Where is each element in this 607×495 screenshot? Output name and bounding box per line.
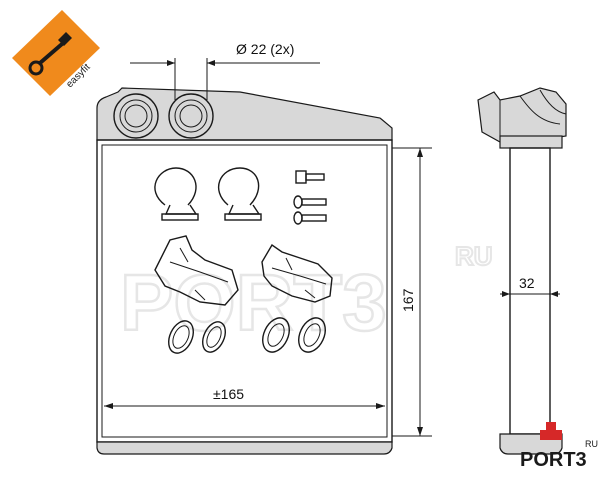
- bottom-tank: [96, 441, 393, 455]
- front-view: Ø 22 (2x) ±165 167: [96, 41, 432, 455]
- o-ring: [298, 317, 326, 353]
- hose-clamp: [217, 167, 262, 221]
- width-label: ±165: [213, 386, 244, 402]
- diameter-dimension: Ø 22 (2x): [130, 41, 320, 100]
- logo-text: PORT3: [520, 449, 587, 471]
- side-view: 32: [477, 87, 567, 455]
- screw: [293, 195, 327, 209]
- height-dimension: 167: [392, 147, 432, 437]
- depth-dimension: 32: [500, 275, 560, 297]
- core-inner: [101, 144, 388, 438]
- accessory-kit: [154, 167, 333, 354]
- badge-background: [12, 10, 100, 96]
- easyfit-badge: easyfit: [12, 10, 100, 96]
- depth-label: 32: [519, 275, 535, 291]
- top-tank: [96, 87, 393, 141]
- o-ring: [201, 321, 227, 353]
- hose-clamp: [154, 167, 199, 221]
- port3-logo: PORT3 RU: [520, 422, 598, 471]
- pipe-elbow: [477, 87, 567, 143]
- watermark-text: PORT3: [120, 258, 387, 347]
- logo-mark: [540, 430, 562, 440]
- mounting-bracket: [261, 243, 333, 303]
- diameter-label: Ø 22 (2x): [236, 41, 294, 57]
- mounting-bracket: [154, 235, 239, 306]
- watermark-suffix: RU: [455, 241, 493, 271]
- side-core: [509, 147, 551, 435]
- screw: [293, 211, 327, 225]
- o-ring: [168, 320, 194, 354]
- pipe-outlet: [168, 93, 214, 139]
- pipe-inlet: [113, 93, 159, 139]
- o-ring: [262, 317, 290, 353]
- watermark: PORT3 RU: [119, 240, 494, 348]
- side-top-tank: [499, 135, 563, 149]
- width-dimension: ±165: [104, 386, 385, 409]
- wrench-key-icon: [28, 32, 72, 76]
- height-label: 167: [400, 288, 416, 312]
- screw: [295, 170, 325, 184]
- logo-suffix: RU: [585, 439, 598, 449]
